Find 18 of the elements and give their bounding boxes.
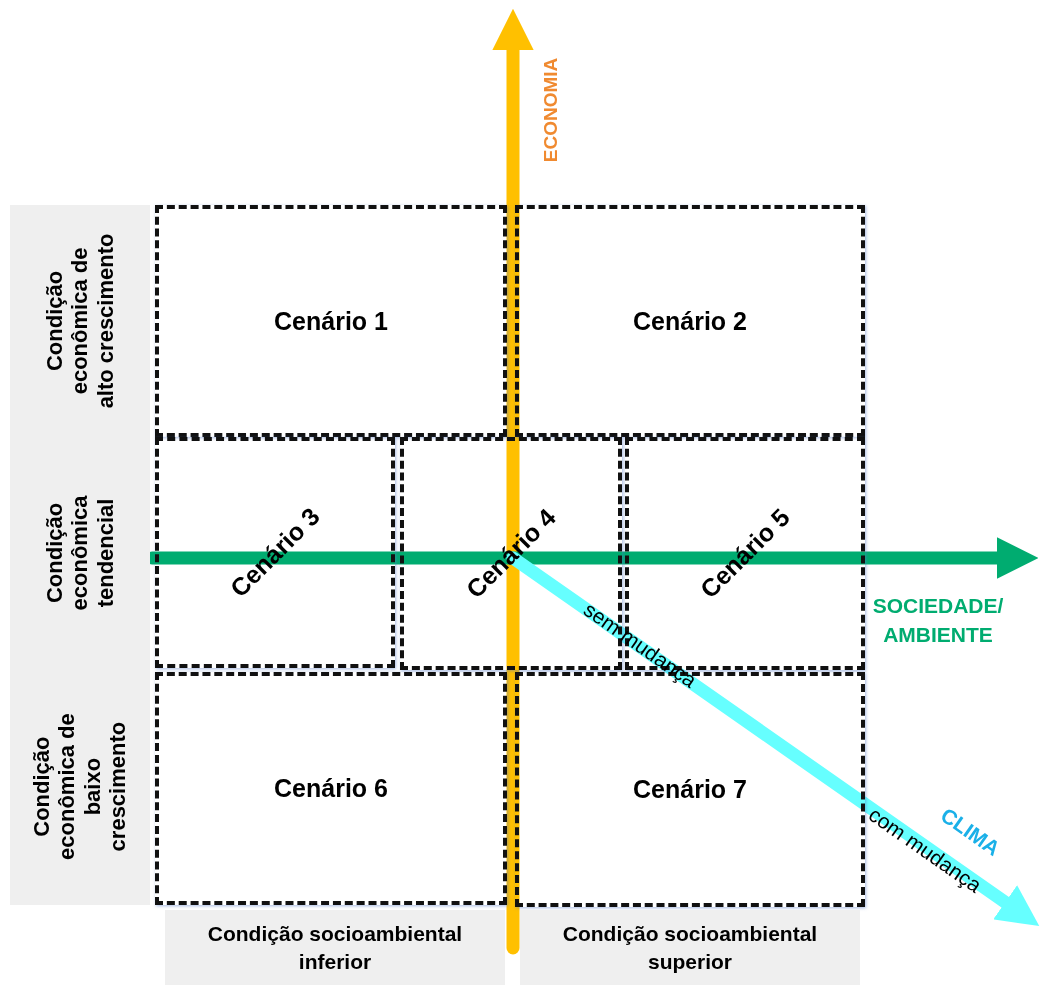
scenario-label: Cenário 6	[274, 774, 388, 803]
header-text: Condição econômica tendencial	[42, 494, 118, 612]
header-text: Condição econômica de alto crescimento	[42, 232, 118, 411]
header-text: Condição econômica de baixo crescimento	[29, 712, 131, 862]
axis-label: ECONOMIA	[539, 57, 562, 163]
column-header	[165, 910, 505, 985]
scenario-box	[155, 205, 507, 437]
scenario-label: Cenário 1	[274, 306, 388, 336]
scenario-box	[155, 437, 395, 668]
scenario-label: Cenário 2	[633, 306, 747, 336]
scenario-box	[515, 205, 865, 437]
scenario-label: Cenário 7	[633, 775, 747, 804]
header-text: Condição socioambiental inferior	[206, 921, 464, 975]
axis-label: SOCIEDADE/ AMBIENTE	[871, 592, 1005, 648]
scenario-box	[400, 437, 622, 670]
scenario-box	[155, 672, 507, 905]
column-header	[520, 910, 860, 985]
header-text: Condição socioambiental superior	[561, 921, 819, 975]
